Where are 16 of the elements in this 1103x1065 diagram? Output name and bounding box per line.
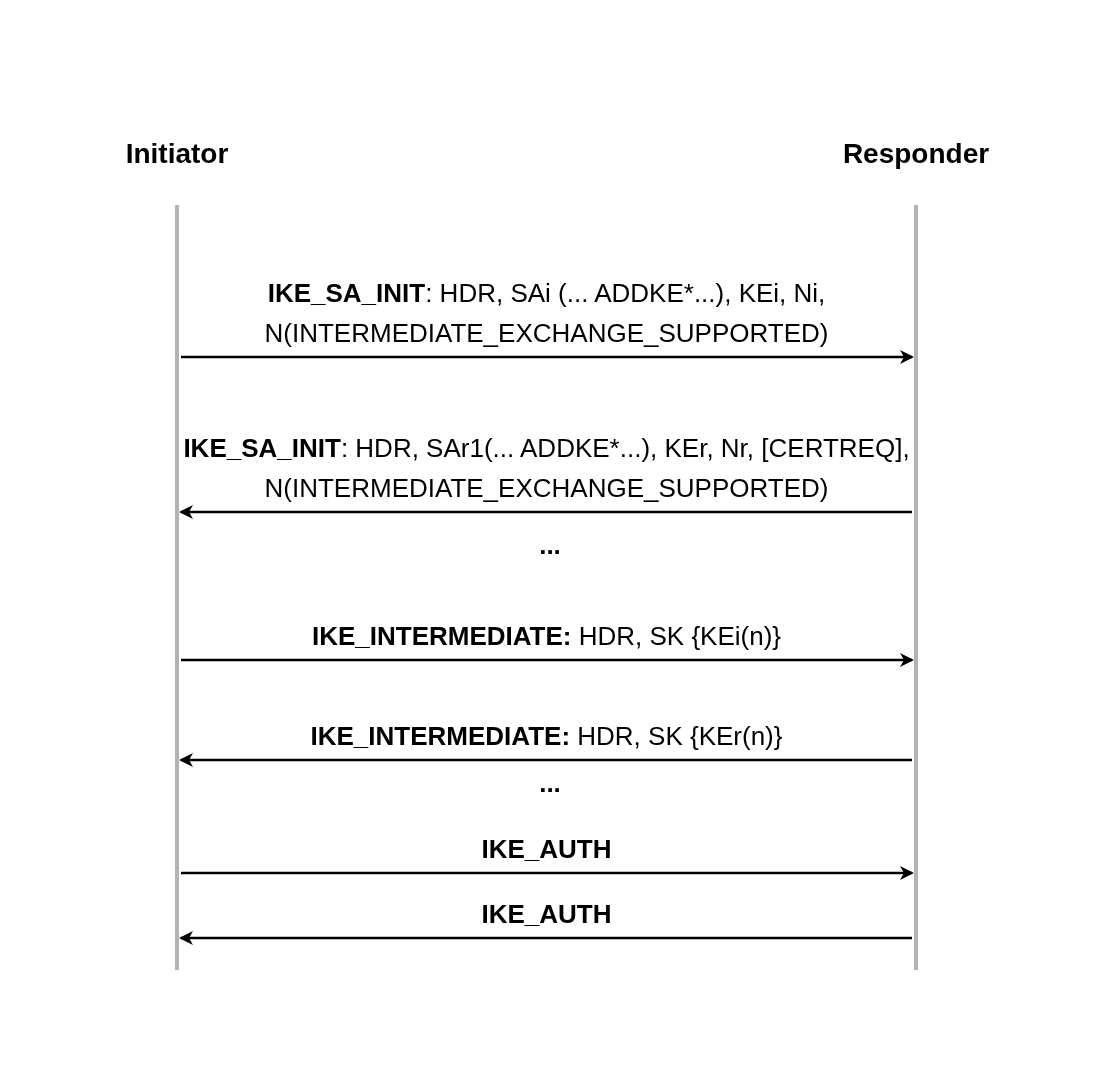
message-label: IKE_SA_INIT: HDR, SAi (... ADDKE*...), KEi, Ni, N(INTERMEDIATE_EXCHANGE_SUPPORTED) — [263, 277, 830, 350]
message-label: IKE_AUTH — [480, 833, 613, 866]
ellipsis-text: ... — [538, 530, 562, 560]
message-label: IKE_INTERMEDIATE: HDR, SK {KEi(n)} — [310, 620, 782, 653]
message-label: IKE_SA_INIT: HDR, SAr1(... ADDKE*...), KEr, Nr, [CERTREQ], N(INTERMEDIATE_EXCHANGE_SUPPORTED) — [182, 432, 911, 505]
message-arrow — [181, 653, 914, 667]
message-arrow — [181, 866, 914, 880]
participant-heading: Responder — [841, 137, 991, 171]
message-label: IKE_AUTH — [480, 898, 613, 931]
message-arrow — [179, 505, 912, 519]
message-arrow — [179, 753, 912, 767]
participant-heading: Initiator — [124, 137, 230, 171]
message-arrow — [181, 350, 914, 364]
message-arrow — [179, 931, 912, 945]
message-label: IKE_INTERMEDIATE: HDR, SK {KEr(n)} — [309, 720, 784, 753]
ellipsis-text: ... — [538, 768, 562, 798]
